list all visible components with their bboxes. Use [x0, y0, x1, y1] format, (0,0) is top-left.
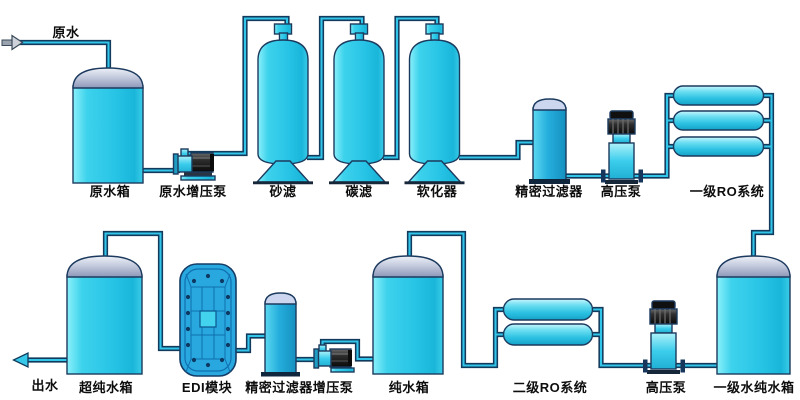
- pure-water-tank: [372, 255, 444, 375]
- precision-filter-2: [261, 292, 300, 377]
- label-precision-filter-1: 精密过滤器: [515, 184, 583, 199]
- stage1-pure-water-tank: [716, 255, 791, 375]
- pipe-filter2-to-edi: [236, 333, 266, 354]
- label-edi-module: EDI模块: [181, 380, 233, 395]
- label-ultrapure-water-tank: 超纯水箱: [78, 380, 134, 395]
- precision-filter-1: [529, 98, 570, 184]
- ro-stage2-membranes: [502, 298, 594, 346]
- pipe-softener-to-filter1: [459, 139, 536, 161]
- raw-water-tank: [72, 67, 144, 184]
- high-pressure-pump-1: [601, 110, 643, 184]
- ultrapure-water-tank: [66, 255, 143, 375]
- label-softener: 软化器: [416, 184, 458, 199]
- label-booster-pump: 增压泵: [312, 380, 354, 395]
- label-sand-filter: 砂滤: [269, 184, 297, 199]
- label-stage1-pure-water-tank: 一级水纯水箱: [713, 380, 795, 395]
- label-pure-water-tank: 纯水箱: [388, 380, 430, 395]
- inlet-arrow-icon: [1, 34, 24, 51]
- label-raw-water-inlet: 原水: [52, 25, 80, 40]
- label-precision-filter-2: 精密过滤器: [245, 380, 313, 395]
- label-high-pressure-pump-2: 高压泵: [645, 380, 687, 395]
- label-high-pressure-pump-1: 高压泵: [600, 184, 642, 199]
- ro-stage1-membranes: [672, 85, 765, 157]
- label-raw-water-tank: 原水箱: [89, 184, 131, 199]
- outlet-arrow-icon: [12, 351, 29, 369]
- label-ro-stage-1: 一级RO系统: [689, 184, 765, 199]
- softener-vessel: [404, 23, 465, 185]
- high-pressure-pump-2: [643, 300, 685, 374]
- label-outlet: 出水: [31, 378, 59, 393]
- sand-filter-vessel: [253, 23, 313, 185]
- raw-water-booster-pump: [172, 148, 216, 181]
- label-ro-stage-2: 二级RO系统: [512, 380, 588, 395]
- label-raw-water-booster-pump: 原水增压泵: [159, 184, 227, 199]
- edi-module: [179, 263, 237, 377]
- label-carbon-filter: 碳滤: [345, 184, 373, 199]
- carbon-filter-vessel: [329, 23, 389, 185]
- booster-pump: [313, 344, 355, 373]
